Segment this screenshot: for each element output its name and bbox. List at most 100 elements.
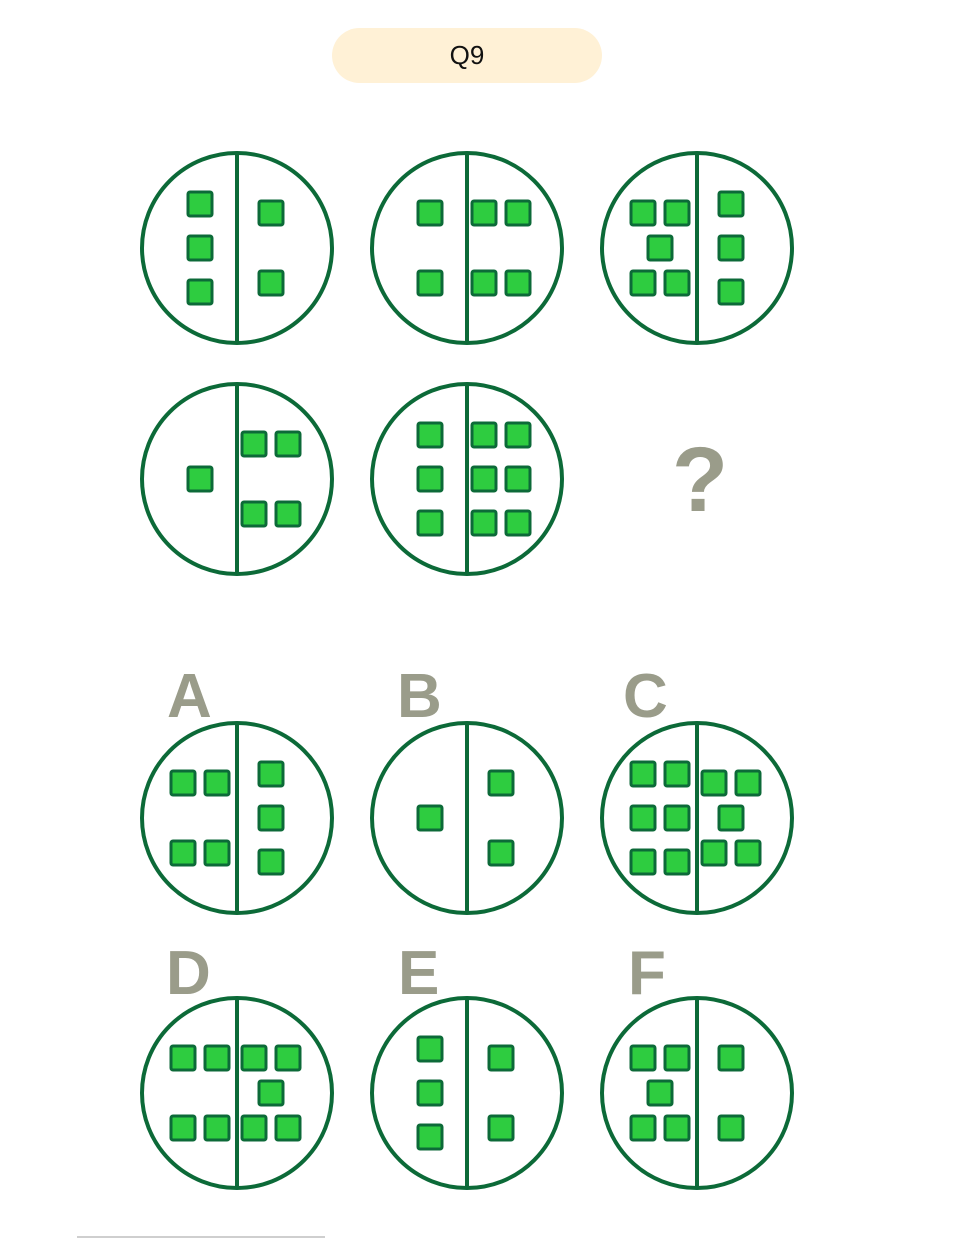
right-half-square xyxy=(504,509,532,537)
right-half-square xyxy=(487,769,515,797)
puzzle-cell-5 xyxy=(370,381,566,577)
split-circle xyxy=(140,151,334,345)
right-half-square xyxy=(717,1114,745,1142)
right-half-square xyxy=(700,839,728,867)
left-half-square xyxy=(416,269,444,297)
right-half-square xyxy=(240,1114,268,1142)
right-half-square xyxy=(504,199,532,227)
left-half-square xyxy=(629,199,657,227)
option-a-letter: A xyxy=(167,662,212,731)
split-circle xyxy=(600,996,794,1190)
right-half-square xyxy=(257,199,285,227)
right-half-square xyxy=(717,278,745,306)
bottom-divider xyxy=(77,1236,325,1238)
right-half-square xyxy=(717,804,745,832)
right-half-square xyxy=(257,848,285,876)
split-circle xyxy=(370,382,564,576)
right-half-square xyxy=(717,1044,745,1072)
left-half-square xyxy=(629,269,657,297)
left-half-square xyxy=(663,804,691,832)
left-half-square xyxy=(663,760,691,788)
left-half-square xyxy=(416,465,444,493)
option-d-letter: D xyxy=(166,939,211,1008)
left-half-square xyxy=(629,760,657,788)
right-half-square xyxy=(274,430,302,458)
left-half-square xyxy=(629,804,657,832)
left-half-square xyxy=(663,269,691,297)
right-half-square xyxy=(257,804,285,832)
left-half-square xyxy=(416,421,444,449)
left-half-square xyxy=(663,1044,691,1072)
left-half-square xyxy=(169,1114,197,1142)
split-circle xyxy=(370,151,564,345)
split-circle xyxy=(370,996,564,1190)
question-label-text: Q9 xyxy=(449,40,485,70)
left-half-square xyxy=(646,1079,674,1107)
left-half-square xyxy=(663,199,691,227)
right-half-square xyxy=(240,430,268,458)
puzzle-cell-4 xyxy=(140,381,336,577)
left-half-square xyxy=(203,1044,231,1072)
right-half-square xyxy=(717,234,745,262)
split-circle xyxy=(600,151,794,345)
left-half-square xyxy=(186,234,214,262)
left-half-square xyxy=(629,1114,657,1142)
option-c[interactable] xyxy=(600,720,796,916)
right-half-square xyxy=(274,1114,302,1142)
left-half-square xyxy=(203,1114,231,1142)
right-half-square xyxy=(504,269,532,297)
left-half-square xyxy=(186,190,214,218)
missing-cell-question-mark: ? xyxy=(671,428,729,531)
split-circle xyxy=(140,721,334,915)
left-half-square xyxy=(203,769,231,797)
right-half-square xyxy=(717,190,745,218)
option-c-letter: C xyxy=(623,662,668,731)
split-circle xyxy=(370,721,564,915)
right-half-square xyxy=(470,465,498,493)
right-half-square xyxy=(257,269,285,297)
option-e-letter: E xyxy=(398,939,440,1008)
right-half-square xyxy=(470,509,498,537)
left-half-square xyxy=(663,848,691,876)
split-circle xyxy=(140,382,334,576)
puzzle-cell-1 xyxy=(140,150,336,346)
left-half-square xyxy=(186,465,214,493)
left-half-square xyxy=(663,1114,691,1142)
right-half-square xyxy=(470,269,498,297)
right-half-square xyxy=(470,199,498,227)
right-half-square xyxy=(487,1044,515,1072)
option-b[interactable] xyxy=(370,720,566,916)
option-a[interactable] xyxy=(140,720,336,916)
right-half-square xyxy=(734,769,762,797)
right-half-square xyxy=(734,839,762,867)
left-half-square xyxy=(203,839,231,867)
option-b-letter: B xyxy=(397,662,442,731)
split-circle xyxy=(140,996,334,1190)
left-half-square xyxy=(416,804,444,832)
right-half-square xyxy=(274,1044,302,1072)
split-circle xyxy=(600,721,794,915)
puzzle-cell-2 xyxy=(370,150,566,346)
right-half-square xyxy=(700,769,728,797)
right-half-square xyxy=(274,500,302,528)
left-half-square xyxy=(169,839,197,867)
puzzle-cell-3 xyxy=(600,150,796,346)
left-half-square xyxy=(629,1044,657,1072)
right-half-square xyxy=(257,1079,285,1107)
left-half-square xyxy=(416,1079,444,1107)
left-half-square xyxy=(416,1123,444,1151)
option-e[interactable] xyxy=(370,995,566,1191)
right-half-square xyxy=(240,1044,268,1072)
left-half-square xyxy=(416,1035,444,1063)
left-half-square xyxy=(416,509,444,537)
left-half-square xyxy=(186,278,214,306)
right-half-square xyxy=(470,421,498,449)
right-half-square xyxy=(504,421,532,449)
right-half-square xyxy=(240,500,268,528)
option-f[interactable] xyxy=(600,995,796,1191)
option-f-letter: F xyxy=(628,939,666,1008)
left-half-square xyxy=(169,1044,197,1072)
right-half-square xyxy=(487,1114,515,1142)
option-d[interactable] xyxy=(140,995,336,1191)
question-label: Q9 xyxy=(332,28,602,83)
